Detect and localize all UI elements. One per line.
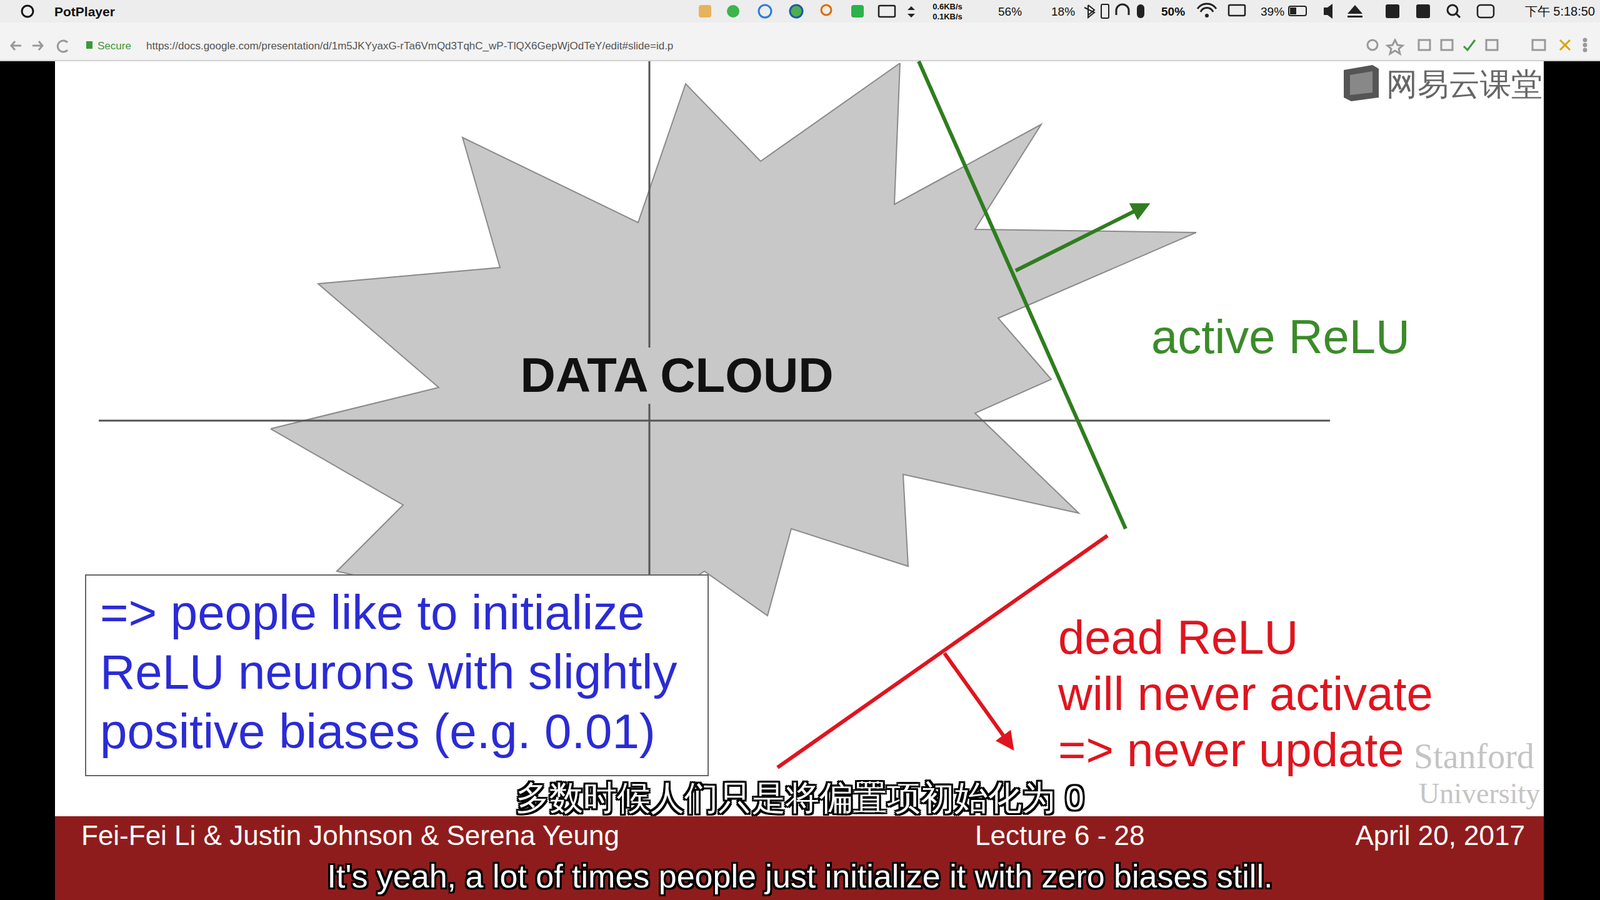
bluetooth-icon [1084,5,1095,18]
display-icon [1228,5,1245,16]
node-title: DATA CLOUD [515,347,839,404]
active-relu-boundary [918,61,1126,529]
extension-icon [1560,40,1570,50]
browser-divider [0,60,1600,62]
volume-icon [1323,3,1333,19]
eject-icon [1347,15,1363,18]
back-button [11,41,22,50]
tray-icon [878,5,895,17]
tray-icon [726,5,740,18]
slide-background [55,61,1544,900]
tray-icon [851,5,864,18]
dead-relu-label: dead ReLU [1058,613,1299,662]
net-speed: 0.6KB/s [932,2,963,11]
menu-icons [698,3,1494,19]
slide-footer: Lecture 6 - 28 [975,821,1145,850]
input-icon [1385,4,1400,19]
y-axis [648,61,651,575]
browser-bar [0,22,1600,62]
extension-icon [1441,40,1453,50]
slide-footer: April 20, 2017 [1355,821,1525,850]
url: https://docs.google.com/presentation/d/1… [146,40,674,52]
menu-dot [1583,48,1587,52]
net-speed: 0.1KB/s [932,12,963,21]
control-icon [1477,5,1494,18]
dead-relu-normal [944,653,1012,748]
subtitle: 多数时候人们只是将偏置项初始化为 0 [515,780,1084,815]
app-name: PotPlayer [54,5,115,19]
tray-icon [790,5,803,18]
university-watermark: Stanford [1413,738,1535,774]
wifi-icon [1197,3,1217,12]
search-icon [1447,5,1458,15]
app-icon [21,5,34,17]
x-axis [98,420,1330,422]
extension-icon [1418,40,1430,50]
extension-icon [1486,40,1498,50]
dead-relu-boundary [777,535,1108,768]
wifi-icon [1205,13,1209,18]
subtitle: It's yeah, a lot of times people just in… [327,860,1274,893]
note-box: => people like to initialize ReLU neuron… [85,574,709,777]
menu-dot [1583,38,1587,42]
forward-button [32,41,43,50]
search-icon [1456,13,1460,18]
tray-icon [698,5,712,18]
browser-controls [11,38,1587,54]
status-value: 50% [1161,5,1185,18]
battery-icon [1288,6,1307,16]
cpu-usage: 18% [1051,5,1075,18]
headphone-icon [1116,4,1129,15]
menu-bar [0,0,1600,23]
tray-icon [758,5,772,18]
menu-dot [1583,43,1587,47]
data-cloud-shape: DATA CLOUD [270,63,1197,654]
watermark-icon [1343,65,1379,102]
slide-footer: Fei-Fei Li & Justin Johnson & Serena Yeu… [81,821,620,850]
dead-relu-label: => never update [1058,726,1405,774]
phone-icon [1101,4,1109,19]
eject-icon [1347,5,1363,14]
tray-icon [907,6,915,18]
mouse-icon [1136,4,1145,19]
university-watermark: University [1418,779,1540,809]
note-text: => people like to initialize ReLU neuron… [100,583,694,762]
active-relu-label: active ReLU [1151,313,1410,361]
reload-button [57,40,68,52]
lock-icon [86,41,93,49]
secure-badge: Secure [97,40,132,52]
battery-level: 39% [1260,5,1285,18]
memory-usage: 56% [998,5,1022,18]
battery-level [1290,7,1297,15]
clock: 下午 5:18:50 [1525,5,1595,18]
zoom-icon [1367,40,1378,50]
extension-icon [1463,40,1475,50]
input-icon [1416,4,1430,19]
dead-relu-label: will never activate [1058,670,1434,718]
tray-icon [821,5,832,15]
slide-footer-bar [55,816,1544,900]
star-outline [270,63,1197,633]
active-relu-normal [1015,205,1147,271]
star-icon [1387,40,1403,54]
extension-icon [1532,40,1545,50]
watermark: 网易云课堂 [1386,68,1543,100]
watermark-icon [1350,71,1373,95]
